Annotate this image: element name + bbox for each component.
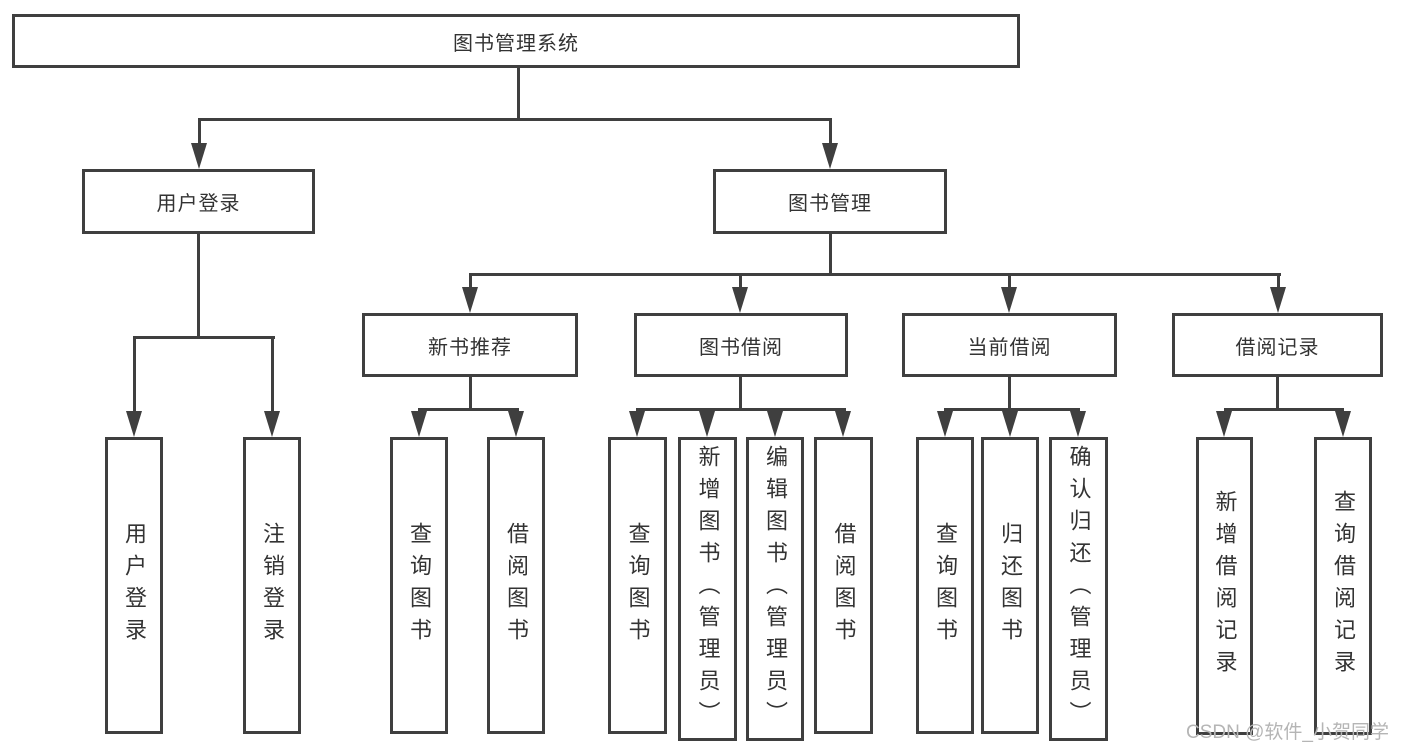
connector-line	[133, 339, 136, 411]
leaf-borrow-books-label: 借阅图书	[831, 521, 857, 650]
connector-line	[418, 408, 519, 411]
leaf-confirm-return-admin: 确认归还（管理员）	[1049, 437, 1108, 741]
arrow-down-icon	[126, 411, 142, 437]
connector-line	[1008, 376, 1011, 411]
connector-line	[829, 121, 832, 145]
connector-line	[469, 273, 1281, 276]
leaf-query-borrow-record: 查询借阅记录	[1314, 437, 1372, 735]
leaf-borrow-books-newbooks: 借阅图书	[487, 437, 545, 734]
connector-line	[636, 408, 846, 411]
csdn-watermark: CSDN @软件_小贺同学	[1186, 722, 1389, 743]
arrow-down-icon	[1216, 411, 1232, 437]
arrow-down-icon	[1002, 411, 1018, 437]
node-root-label: 图书管理系统	[453, 32, 579, 55]
node-new-book-recommend-label: 新书推荐	[428, 336, 512, 359]
arrow-down-icon	[191, 143, 207, 169]
node-current-borrow-label: 当前借阅	[967, 336, 1052, 359]
connector-line	[829, 233, 832, 276]
leaf-borrow-books: 借阅图书	[814, 437, 873, 734]
leaf-return-books-label: 归还图书	[998, 521, 1023, 650]
leaf-add-borrow-record-label: 新增借阅记录	[1212, 490, 1238, 682]
leaf-query-books-current-label: 查询图书	[933, 521, 958, 650]
leaf-add-books-admin-label: 新增图书（管理员）	[695, 445, 721, 733]
leaf-query-books-current: 查询图书	[916, 437, 974, 734]
arrow-down-icon	[629, 411, 645, 437]
arrow-down-icon	[1001, 287, 1017, 313]
connector-line	[1008, 276, 1011, 288]
leaf-edit-books-admin: 编辑图书（管理员）	[746, 437, 804, 741]
arrow-down-icon	[508, 411, 524, 437]
arrow-down-icon	[732, 287, 748, 313]
leaf-add-books-admin: 新增图书（管理员）	[678, 437, 737, 741]
leaf-query-books-newbooks: 查询图书	[390, 437, 448, 734]
node-book-borrow-label: 图书借阅	[699, 336, 783, 359]
leaf-confirm-return-admin-label: 确认归还（管理员）	[1066, 445, 1092, 733]
connector-line	[469, 376, 472, 411]
leaf-return-books: 归还图书	[981, 437, 1039, 734]
node-borrow-records-label: 借阅记录	[1235, 336, 1320, 359]
leaf-logout: 注销登录	[243, 437, 301, 734]
connector-line	[739, 276, 742, 288]
arrow-down-icon	[462, 287, 478, 313]
arrow-down-icon	[1070, 411, 1086, 437]
node-user-login: 用户登录	[82, 169, 315, 234]
arrow-down-icon	[1335, 411, 1351, 437]
node-book-borrow: 图书借阅	[634, 313, 848, 377]
connector-line	[198, 121, 201, 145]
connector-line	[1277, 276, 1280, 288]
connector-line	[133, 336, 275, 339]
arrow-down-icon	[699, 411, 715, 437]
connector-line	[1276, 376, 1279, 411]
arrow-down-icon	[411, 411, 427, 437]
leaf-borrow-books-newbooks-label: 借阅图书	[504, 521, 529, 650]
connector-line	[944, 408, 1080, 411]
leaf-edit-books-admin-label: 编辑图书（管理员）	[763, 445, 788, 733]
connector-line	[469, 276, 472, 288]
connector-line	[517, 67, 520, 121]
arrow-down-icon	[767, 411, 783, 437]
leaf-query-books-borrow: 查询图书	[608, 437, 667, 734]
arrow-down-icon	[264, 411, 280, 437]
node-current-borrow: 当前借阅	[902, 313, 1117, 377]
leaf-query-borrow-record-label: 查询借阅记录	[1331, 490, 1356, 682]
connector-line	[1224, 408, 1344, 411]
node-borrow-records: 借阅记录	[1172, 313, 1383, 377]
leaf-add-borrow-record: 新增借阅记录	[1196, 437, 1253, 735]
node-book-management: 图书管理	[713, 169, 947, 234]
connector-line	[197, 233, 200, 339]
arrow-down-icon	[835, 411, 851, 437]
node-new-book-recommend: 新书推荐	[362, 313, 578, 377]
arrow-down-icon	[937, 411, 953, 437]
leaf-query-books-borrow-label: 查询图书	[625, 521, 651, 650]
leaf-query-books-newbooks-label: 查询图书	[407, 521, 432, 650]
connector-line	[271, 339, 274, 411]
node-book-management-label: 图书管理	[788, 193, 872, 215]
leaf-user-login: 用户登录	[105, 437, 163, 734]
node-user-login-label: 用户登录	[156, 193, 241, 215]
connector-line	[198, 118, 832, 121]
leaf-logout-label: 注销登录	[260, 521, 285, 650]
connector-line	[739, 376, 742, 411]
node-root: 图书管理系统	[12, 14, 1020, 68]
leaf-user-login-label: 用户登录	[122, 521, 147, 650]
arrow-down-icon	[822, 143, 838, 169]
arrow-down-icon	[1270, 287, 1286, 313]
